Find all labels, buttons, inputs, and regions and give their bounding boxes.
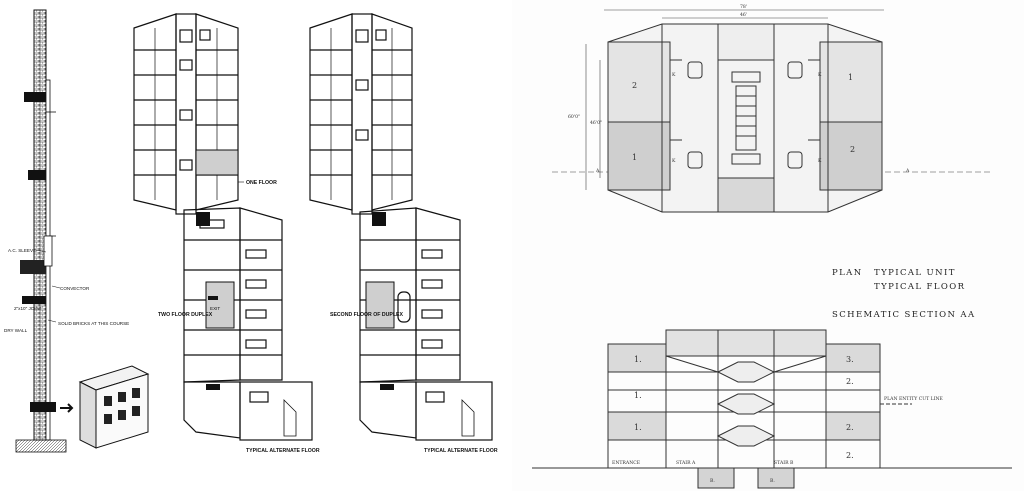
section-left-unit-2: 1. (634, 391, 642, 400)
section-right-unit-1: 3. (846, 355, 854, 364)
section-right-unit-4: 2. (846, 451, 854, 460)
section-cut-line-note: PLAN ENTITY CUT LINE (884, 396, 943, 402)
plan-tower-b (309, 13, 493, 441)
label-ac-sleeve: A.C. SLEEVE (8, 248, 36, 253)
second-floor-duplex-label: SECOND FLOOR OF DUPLEX (330, 312, 403, 318)
unit-plan-drawing: 78' 46' 60'0" 46'0" A A (532, 4, 1012, 489)
unit-plan (607, 23, 883, 213)
kitchen-mark-ul: K (672, 72, 676, 78)
plan-tower-a (133, 13, 313, 441)
room-number-lower-right: 2 (850, 145, 855, 154)
section-left-unit-3: 1. (634, 423, 642, 432)
kitchen-mark-lr: K (818, 158, 822, 164)
caption-typical-unit: TYPICAL UNIT (874, 268, 956, 278)
section-marker-left: A (595, 168, 600, 174)
section-stair-a-label: STAIR A (676, 460, 696, 466)
schematic-section (532, 329, 1012, 489)
section-right-unit-2: 2. (846, 377, 854, 386)
kitchen-mark-ll: K (672, 158, 676, 164)
dim-left-inner: 46'0" (590, 120, 602, 126)
floor-plans-panel: A.C. SLEEVE CONVECTOR 2"x10" JOIST SOLID… (0, 0, 512, 491)
one-floor-label: ONE FLOOR (246, 180, 277, 186)
section-title: SCHEMATIC SECTION AA (832, 310, 976, 320)
section-entrance-label: ENTRANCE (612, 460, 640, 466)
exit-label-a: EXIT (210, 306, 220, 311)
label-dry-wall: DRY WALL (4, 328, 28, 333)
room-number-lower-left: 1 (632, 153, 637, 162)
section-basement-b: B. (770, 478, 775, 484)
section-left-unit-1: 1. (634, 355, 642, 364)
dim-inner: 46' (740, 12, 747, 18)
caption-typical-alternate-floor-b: TYPICAL ALTERNATE FLOOR (424, 448, 498, 454)
section-basement-a: B. (710, 478, 715, 484)
plan-tower-b-fills (372, 212, 394, 390)
room-number-upper-left: 2 (632, 81, 637, 90)
section-right-unit-3: 2. (846, 423, 854, 432)
room-number-upper-right: 1 (848, 73, 853, 82)
dim-top: 78' (740, 4, 747, 10)
kitchen-mark-ur: K (818, 72, 822, 78)
wall-section: A.C. SLEEVE CONVECTOR 2"x10" JOIST SOLID… (4, 9, 150, 453)
section-marker-right: A (905, 168, 910, 174)
label-convector: CONVECTOR (60, 286, 90, 291)
two-floor-duplex-label: TWO FLOOR DUPLEX (158, 312, 213, 318)
unit-plan-and-section-panel: 78' 46' 60'0" 46'0" A A (512, 0, 1024, 491)
dim-left-outer: 60'0" (568, 114, 580, 120)
plan-tower-a-fills (196, 212, 220, 390)
caption-typical-alternate-floor-a: TYPICAL ALTERNATE FLOOR (246, 448, 320, 454)
caption-typical-floor: TYPICAL FLOOR (874, 282, 966, 292)
brick-block-sketch (78, 365, 150, 449)
caption-plan: PLAN (832, 268, 863, 278)
label-joist: 2"x10" JOIST (14, 306, 42, 311)
floor-plans-drawing: A.C. SLEEVE CONVECTOR 2"x10" JOIST SOLID… (4, 9, 498, 454)
label-solid-bricks: SOLID BRICKS AT THIS COURSE (58, 321, 129, 326)
section-stair-b-label: STAIR B (774, 460, 794, 466)
